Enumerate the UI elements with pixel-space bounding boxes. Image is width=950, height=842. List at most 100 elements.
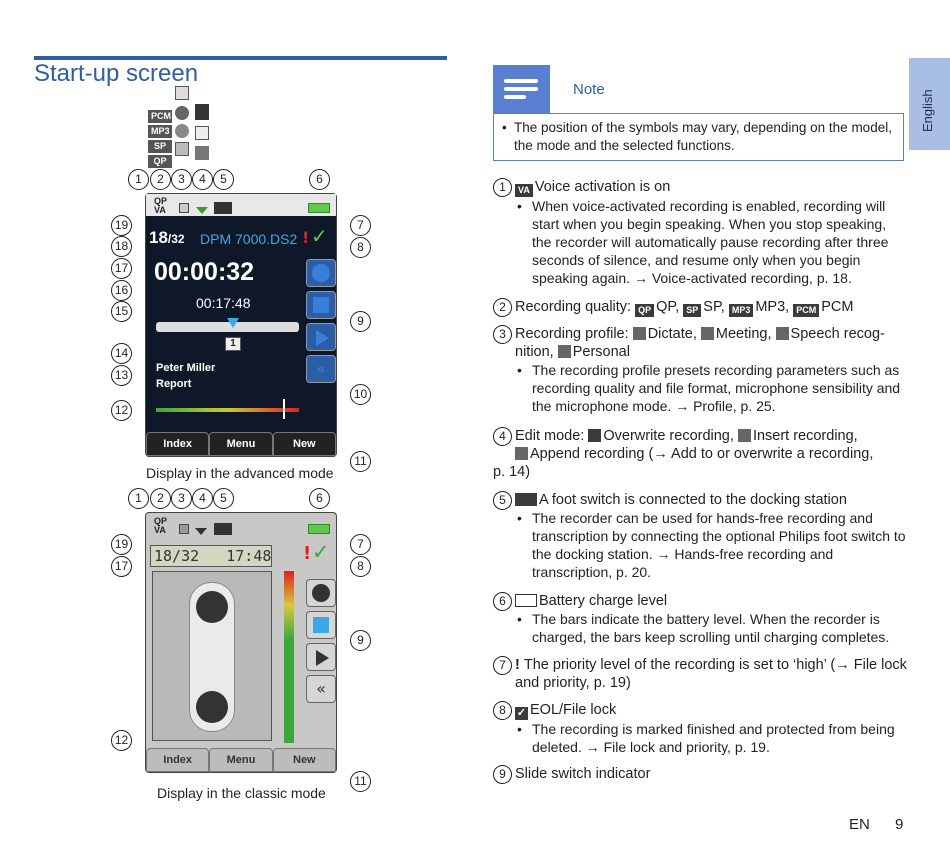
insert-label: Insert recording, (752, 428, 858, 444)
speech-recognition-icon (775, 327, 789, 340)
item-number: 6 (493, 592, 512, 611)
callout-5: 5 (213, 169, 234, 190)
profile-icon (179, 203, 189, 213)
callout-6-classic: 6 (309, 488, 330, 509)
item-heading: Slide switch indicator (515, 766, 651, 782)
callout-19-classic: 19 (111, 534, 132, 555)
callout-4-classic: 4 (192, 488, 213, 509)
qp-icon: QP (635, 304, 655, 317)
caption-classic: Display in the classic mode (157, 785, 326, 801)
recording-time: 00:00:32 (154, 258, 255, 286)
eol-check-icon: ✓ (311, 224, 328, 248)
callout-5-classic: 5 (213, 488, 234, 509)
callout-16: 16 (111, 280, 132, 301)
item-number: 9 (493, 765, 512, 784)
edit-mode-icon-classic (195, 528, 207, 535)
item-4: 4 Edit mode: Overwrite recording, Insert… (493, 427, 908, 481)
callout-11-classic: 11 (350, 771, 371, 792)
callout-12-classic: 12 (111, 730, 132, 751)
advanced-mode-display: QP VA 18/32 DPM 7000.DS2 ! ✓ 00:00:32 00… (145, 193, 337, 457)
va-indicator-classic: VA (154, 525, 166, 535)
callout-9: 9 (350, 311, 371, 332)
note-box: •The position of the symbols may vary, d… (493, 113, 904, 161)
level-peak (283, 399, 285, 419)
quality-indicator: QP (154, 196, 168, 206)
worktype: Report (156, 378, 192, 390)
profile-icon-classic (179, 524, 189, 534)
dictate-profile-icon (175, 142, 189, 156)
reel-bottom (196, 691, 228, 723)
note-icon (493, 65, 550, 113)
callout-2: 2 (150, 169, 171, 190)
callout-3: 3 (171, 169, 192, 190)
speech-label-cont: nition, (515, 344, 554, 360)
battery-icon-classic (308, 524, 330, 534)
item-6: 6 Battery charge level The bars indicate… (493, 592, 908, 646)
item-detail: The recorder can be used for hands-free … (517, 509, 908, 581)
author-name: Peter Miller (156, 362, 216, 374)
file-total: /32 (167, 232, 185, 246)
page-title: Start-up screen (34, 60, 199, 87)
item-number: 4 (493, 427, 512, 446)
priority-icon: ! (515, 657, 524, 673)
callout-1: 1 (128, 169, 149, 190)
append-icon (515, 447, 528, 460)
level-meter (156, 408, 299, 412)
stop-indicator (306, 291, 336, 319)
classic-mode-display: QP VA 18/32 17:48 ! ✓ « Index Menu New (145, 512, 337, 773)
callout-14: 14 (111, 343, 132, 364)
item-5: 5 A foot switch is connected to the dock… (493, 491, 908, 581)
callout-3-classic: 3 (171, 488, 192, 509)
mp3-label: MP3, (755, 299, 790, 315)
play-indicator-classic (306, 643, 336, 671)
item-heading: Recording quality: (515, 299, 632, 315)
callout-19: 19 (111, 215, 132, 236)
pcm-icon: PCM (148, 110, 172, 123)
battery-icon (515, 594, 537, 607)
callout-8-classic: 8 (350, 556, 371, 577)
language-tab-label: English (920, 89, 935, 132)
softkey-menu[interactable]: Menu (209, 432, 273, 456)
item-9: 9 Slide switch indicator (493, 765, 908, 784)
cassette-icon (189, 582, 235, 732)
rewind-indicator-classic: « (306, 675, 336, 703)
dictate-label: Dictate, (647, 326, 697, 342)
sp-icon: SP (683, 304, 702, 317)
total-time: 00:17:48 (196, 295, 251, 311)
callout-7-classic: 7 (350, 534, 371, 555)
item-heading: Battery charge level (539, 593, 668, 609)
reel-top (196, 591, 228, 623)
lcd-readout: 18/32 17:48 (150, 545, 272, 567)
sp-label: SP, (703, 299, 725, 315)
meeting-profile-icon (175, 124, 189, 138)
softkey-menu-classic[interactable]: Menu (209, 748, 273, 772)
softkey-index[interactable]: Index (146, 432, 210, 456)
personal-label: Personal (572, 344, 630, 360)
rewind-indicator: « (306, 355, 336, 383)
item-heading: EOL/File lock (530, 702, 617, 718)
item-number: 5 (493, 491, 512, 510)
position-marker (227, 318, 239, 328)
callout-13: 13 (111, 365, 132, 386)
callout-18: 18 (111, 236, 132, 257)
callout-15: 15 (111, 301, 132, 322)
softkey-new-classic[interactable]: New (272, 748, 336, 772)
footer-language: EN (849, 816, 870, 833)
softkeys-advanced: Index Menu New (146, 432, 336, 456)
note-text: The position of the symbols may vary, de… (514, 120, 892, 153)
mp3-icon: MP3 (728, 304, 754, 317)
insert-icon (195, 146, 209, 160)
softkey-index-classic[interactable]: Index (146, 748, 210, 772)
file-index: 18 (149, 228, 168, 247)
softkey-new[interactable]: New (272, 432, 336, 456)
level-meter-classic (284, 571, 294, 743)
cassette-panel (152, 571, 272, 741)
sp-icon: SP (148, 140, 172, 153)
file-name: DPM 7000.DS2 (200, 231, 298, 247)
callout-17-classic: 17 (111, 556, 132, 577)
callout-17: 17 (111, 258, 132, 279)
note-title: Note (573, 81, 605, 98)
priority-icon: ! (302, 228, 310, 247)
